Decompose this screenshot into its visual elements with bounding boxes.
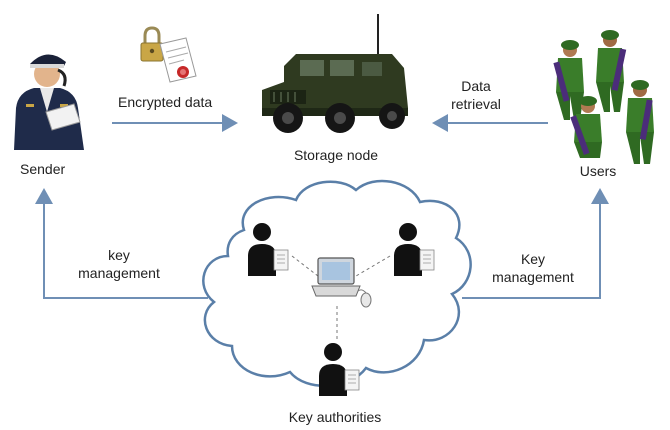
laptop-icon [311,257,361,297]
data-retrieval-line1: Data [461,78,491,94]
person-icon [319,343,360,396]
document-icon [159,37,197,83]
certificate-seal-icon [177,66,189,78]
arrow-key-mgmt-to-sender [35,188,208,299]
storage-node-label: Storage node [293,147,379,163]
users-soldiers [553,30,654,164]
mouse-icon [357,289,372,308]
key-management-right-label: Key management [478,250,588,286]
users-label: Users [579,163,617,179]
sender-label: Sender [20,161,66,177]
data-retrieval-label: Data retrieval [446,77,506,113]
person-icon [394,223,435,276]
arrow-key-mgmt-to-users [462,188,609,299]
key-management-left-line1: key [108,247,130,263]
key-management-right-line2: management [492,269,574,285]
link-authority-right [355,255,391,277]
key-management-left-label: key management [64,246,174,282]
sender-illustration [14,54,84,150]
key-management-left-line2: management [78,265,160,281]
key-authorities-label: Key authorities [288,409,382,425]
storage-node-vehicle [262,14,408,133]
key-management-right-line1: Key [520,251,546,267]
data-retrieval-line2: retrieval [451,96,501,112]
encrypted-data-label: Encrypted data [118,94,213,110]
person-icon [248,223,289,276]
